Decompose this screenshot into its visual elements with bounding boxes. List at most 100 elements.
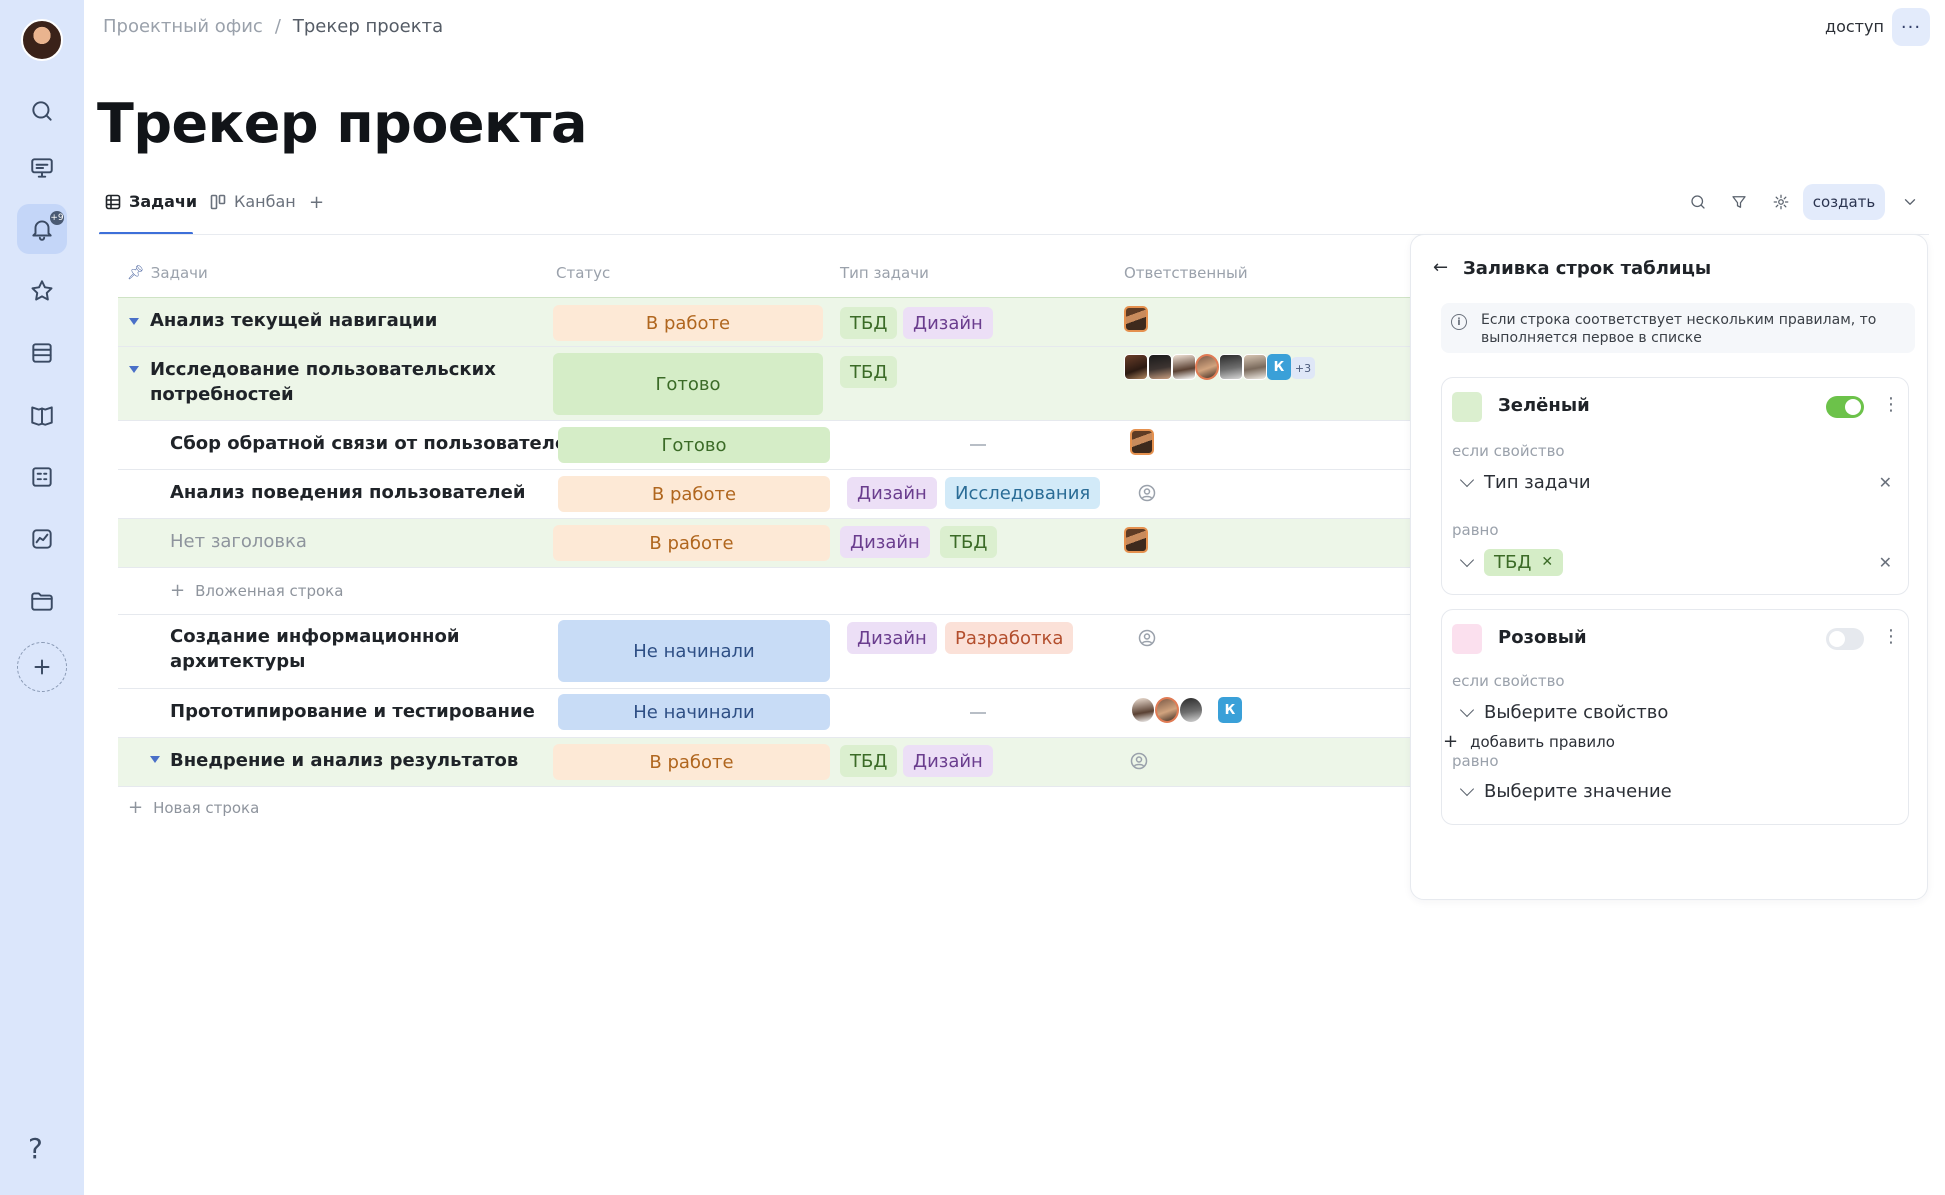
rule-enabled-toggle[interactable] xyxy=(1826,396,1864,418)
tag-tbd[interactable]: ТБД xyxy=(840,307,898,339)
user-placeholder-icon[interactable] xyxy=(1138,484,1156,502)
value-select[interactable]: Выберите значение xyxy=(1459,773,1892,809)
clear-icon[interactable]: ✕ xyxy=(1878,552,1892,572)
column-header-tasks[interactable]: 📌︎ Задачи xyxy=(127,264,208,282)
tag-design[interactable]: Дизайн xyxy=(847,477,937,509)
status-badge[interactable]: Готово xyxy=(553,353,823,415)
assignee-avatar[interactable] xyxy=(1130,429,1154,455)
user-placeholder-icon[interactable] xyxy=(1138,629,1156,647)
rule-enabled-toggle[interactable] xyxy=(1826,628,1864,650)
assignee-avatar[interactable] xyxy=(1131,697,1155,723)
row-title[interactable]: Исследование пользовательских потребност… xyxy=(150,359,496,405)
assignee-avatar[interactable] xyxy=(1124,354,1148,380)
value-chip[interactable]: ТБД ✕ xyxy=(1484,548,1564,576)
rule-color-swatch[interactable] xyxy=(1452,392,1482,422)
kebab-menu-icon[interactable]: ⋮ xyxy=(1882,626,1900,647)
property-select[interactable]: Выберите свойство xyxy=(1459,694,1892,730)
status-badge[interactable]: Не начинали xyxy=(558,620,830,682)
bell-icon[interactable]: +9 xyxy=(17,204,67,254)
remove-chip-icon[interactable]: ✕ xyxy=(1541,554,1554,570)
assignee-initial-avatar[interactable]: К xyxy=(1267,354,1291,380)
create-button[interactable]: создать xyxy=(1803,184,1885,220)
clear-icon[interactable]: ✕ xyxy=(1878,472,1892,492)
tag-design[interactable]: Дизайн xyxy=(840,526,930,558)
add-rule-button[interactable]: + добавить правило xyxy=(1443,731,1615,752)
assignee-avatar[interactable] xyxy=(1195,354,1219,380)
add-tab-button[interactable]: + xyxy=(309,192,325,213)
book-icon[interactable] xyxy=(17,390,67,440)
table-row[interactable] xyxy=(118,421,1410,470)
row-title[interactable]: Внедрение и анализ результатов xyxy=(170,750,519,771)
assignee-avatar[interactable] xyxy=(1243,354,1267,380)
breadcrumb-parent[interactable]: Проектный офис xyxy=(103,16,263,37)
tab-tasks[interactable]: Задачи xyxy=(105,192,197,211)
user-avatar[interactable] xyxy=(21,19,63,61)
chart-icon[interactable] xyxy=(17,514,67,564)
status-badge[interactable]: Не начинали xyxy=(558,694,830,730)
rule-name[interactable]: Зелёный xyxy=(1498,395,1590,416)
status-badge[interactable]: В работе xyxy=(553,525,830,561)
more-options-button[interactable]: ··· xyxy=(1892,8,1930,46)
search-icon[interactable] xyxy=(17,86,67,136)
assignee-initial-avatar[interactable]: К xyxy=(1218,697,1242,723)
help-icon[interactable]: ? xyxy=(28,1132,43,1165)
tag-tbd[interactable]: ТБД xyxy=(840,745,898,777)
value-select[interactable]: ТБД ✕ ✕ xyxy=(1459,544,1892,580)
monitor-icon[interactable] xyxy=(17,143,67,193)
expand-caret[interactable] xyxy=(129,366,139,373)
table-row[interactable] xyxy=(118,615,1410,689)
assignee-avatar[interactable] xyxy=(1155,697,1179,723)
tag-tbd[interactable]: ТБД xyxy=(940,526,998,558)
column-header-assignee[interactable]: Ответственный xyxy=(1124,264,1248,282)
inbox-icon[interactable] xyxy=(17,328,67,378)
user-placeholder-icon[interactable] xyxy=(1130,752,1148,770)
table-row[interactable] xyxy=(118,470,1410,519)
tag-development[interactable]: Разработка xyxy=(945,622,1074,654)
status-badge[interactable]: В работе xyxy=(553,744,830,780)
tag-research[interactable]: Исследования xyxy=(945,477,1101,509)
expand-caret[interactable] xyxy=(150,756,160,763)
column-header-type[interactable]: Тип задачи xyxy=(840,264,929,282)
tab-kanban[interactable]: Канбан xyxy=(210,192,296,211)
assignee-avatar[interactable] xyxy=(1172,354,1196,380)
more-assignees-badge[interactable]: +3 xyxy=(1291,357,1315,379)
column-header-status[interactable]: Статус xyxy=(556,264,611,282)
add-nested-row-button[interactable]: + Вложенная строка xyxy=(170,580,344,601)
row-title[interactable]: Прототипирование и тестирование xyxy=(170,701,535,722)
property-select[interactable]: Тип задачи ✕ xyxy=(1459,464,1892,500)
row-title[interactable]: Нет заголовка xyxy=(170,531,307,552)
chevron-down-icon[interactable] xyxy=(1898,190,1922,214)
rule-color-swatch[interactable] xyxy=(1452,624,1482,654)
add-space-button[interactable] xyxy=(17,642,67,692)
row-title[interactable]: Анализ текущей навигации xyxy=(150,310,438,331)
back-arrow-icon[interactable]: ← xyxy=(1433,257,1449,278)
status-badge[interactable]: В работе xyxy=(553,305,823,341)
dashboard-icon[interactable] xyxy=(17,452,67,502)
search-icon[interactable] xyxy=(1686,190,1710,214)
expand-caret[interactable] xyxy=(129,318,139,325)
gear-icon[interactable] xyxy=(1769,190,1793,214)
folder-icon[interactable] xyxy=(17,576,67,626)
kebab-menu-icon[interactable]: ⋮ xyxy=(1882,394,1900,415)
assignee-avatar[interactable] xyxy=(1148,354,1172,380)
access-button[interactable]: доступ xyxy=(1825,17,1884,36)
status-badge[interactable]: Готово xyxy=(558,427,830,463)
rule-name[interactable]: Розовый xyxy=(1498,627,1587,648)
row-title[interactable]: Сбор обратной связи от пользователей xyxy=(170,433,580,454)
assignee-avatar[interactable] xyxy=(1124,306,1148,332)
status-badge[interactable]: В работе xyxy=(558,476,830,512)
row-title[interactable]: Анализ поведения пользователей xyxy=(170,482,526,503)
row-title[interactable]: Создание информационной архитектуры xyxy=(170,626,460,672)
tag-design[interactable]: Дизайн xyxy=(847,622,937,654)
tag-design[interactable]: Дизайн xyxy=(903,745,993,777)
tabs-divider xyxy=(99,234,1929,235)
tag-tbd[interactable]: ТБД xyxy=(840,356,898,388)
assignee-avatar[interactable] xyxy=(1124,527,1148,553)
assignee-avatar[interactable] xyxy=(1179,697,1203,723)
assignee-avatar[interactable] xyxy=(1219,354,1243,380)
filter-icon[interactable] xyxy=(1727,190,1751,214)
star-icon[interactable] xyxy=(17,266,67,316)
table-row[interactable] xyxy=(118,689,1410,738)
add-row-button[interactable]: + Новая строка xyxy=(128,797,260,818)
tag-design[interactable]: Дизайн xyxy=(903,307,993,339)
